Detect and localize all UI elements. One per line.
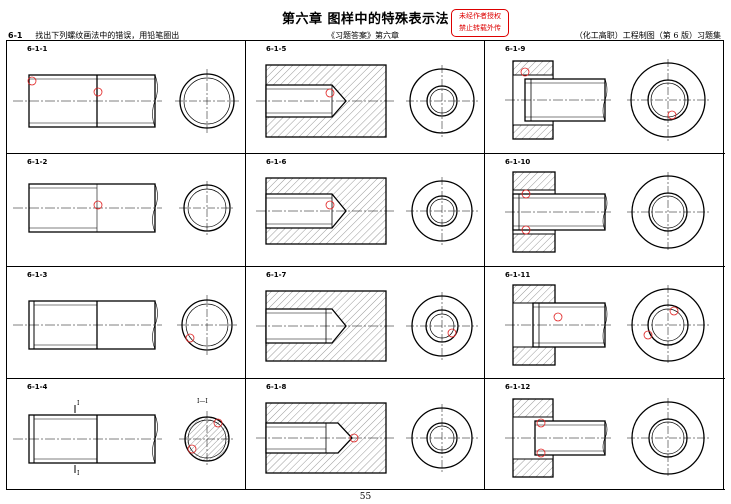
error-mark: [447, 328, 457, 338]
exercise-label: 6-1-6: [266, 158, 287, 166]
error-mark: [669, 306, 679, 316]
exercise-cell: 6-1-9: [485, 41, 725, 154]
error-mark: [325, 88, 335, 98]
error-mark: [553, 312, 563, 322]
copyright-stamp: 未经作者授权 禁止转载外传: [451, 9, 509, 37]
subtitle-right: （化工高职）工程制图（第 6 版）习题集: [574, 31, 721, 40]
exercise-label: 6-1-8: [266, 383, 287, 391]
error-mark: [349, 433, 359, 443]
exercise-cell: 6-1-2: [7, 154, 246, 267]
subtitle-center: 《习题答案》第六章: [327, 31, 399, 40]
shaft-drawing: [13, 69, 239, 133]
blind-hole-drawing: [256, 177, 478, 245]
exercise-label: 6-1-3: [27, 271, 48, 279]
blind-hole-drawing: [256, 290, 478, 362]
shaft-drawing: [13, 295, 237, 355]
assembly-drawing: [505, 59, 711, 141]
error-mark: [520, 67, 530, 77]
error-mark: [643, 330, 653, 340]
shaft-drawing: I I I—I: [13, 398, 235, 477]
assembly-drawing: [505, 171, 711, 253]
stamp-line-2: 禁止转载外传: [459, 24, 501, 32]
exercise-cell: 6-1-5: [246, 41, 485, 154]
exercise-cell: 6-1-1: [7, 41, 246, 154]
error-mark: [536, 418, 546, 428]
stamp-line-1: 未经作者授权: [459, 12, 501, 20]
exercise-label: 6-1-10: [505, 158, 531, 166]
error-mark: [521, 189, 531, 199]
section-view-label: I—I: [197, 398, 208, 405]
page-number: 55: [359, 492, 372, 502]
exercise-label: 6-1-5: [266, 45, 287, 53]
error-mark: [325, 200, 335, 210]
page-title: 第六章 图样中的特殊表示法: [281, 12, 450, 27]
exercise-grid: 6-1-1 6-1-2: [6, 40, 725, 490]
section-mark-top: I: [77, 400, 80, 407]
exercise-label: 6-1-11: [505, 271, 531, 279]
shaft-drawing: [13, 181, 235, 236]
exercise-cell: 6-1-10: [485, 154, 725, 267]
task-instruction: 6-1 找出下列螺纹画法中的错误，用铅笔圈出: [8, 30, 179, 41]
task-text: 找出下列螺纹画法中的错误，用铅笔圈出: [35, 31, 180, 40]
error-mark: [536, 448, 546, 458]
exercise-cell: 6-1-4 I I I—I: [7, 379, 246, 490]
error-mark: [93, 200, 103, 210]
blind-hole-drawing: [256, 402, 478, 474]
error-mark: [187, 444, 197, 454]
blind-hole-drawing: [256, 64, 478, 138]
error-mark: [667, 110, 677, 120]
error-mark: [27, 76, 37, 86]
exercise-label: 6-1-9: [505, 45, 526, 53]
section-mark-bottom: I: [77, 470, 80, 477]
error-mark: [213, 418, 223, 428]
exercise-label: 6-1-1: [27, 45, 48, 53]
exercise-cell: 6-1-8: [246, 379, 485, 490]
exercise-label: 6-1-2: [27, 158, 48, 166]
error-mark: [185, 333, 195, 343]
assembly-drawing: [505, 284, 711, 366]
exercise-cell: 6-1-12: [485, 379, 725, 490]
exercise-label: 6-1-4: [27, 383, 48, 391]
exercise-cell: 6-1-3: [7, 267, 246, 379]
task-number: 6-1: [8, 31, 23, 40]
error-mark: [521, 225, 531, 235]
exercise-label: 6-1-12: [505, 383, 531, 391]
exercise-cell: 6-1-7: [246, 267, 485, 379]
exercise-cell: 6-1-11: [485, 267, 725, 379]
exercise-cell: 6-1-6: [246, 154, 485, 267]
exercise-label: 6-1-7: [266, 271, 287, 279]
error-mark: [93, 87, 103, 97]
assembly-drawing: [505, 398, 711, 478]
